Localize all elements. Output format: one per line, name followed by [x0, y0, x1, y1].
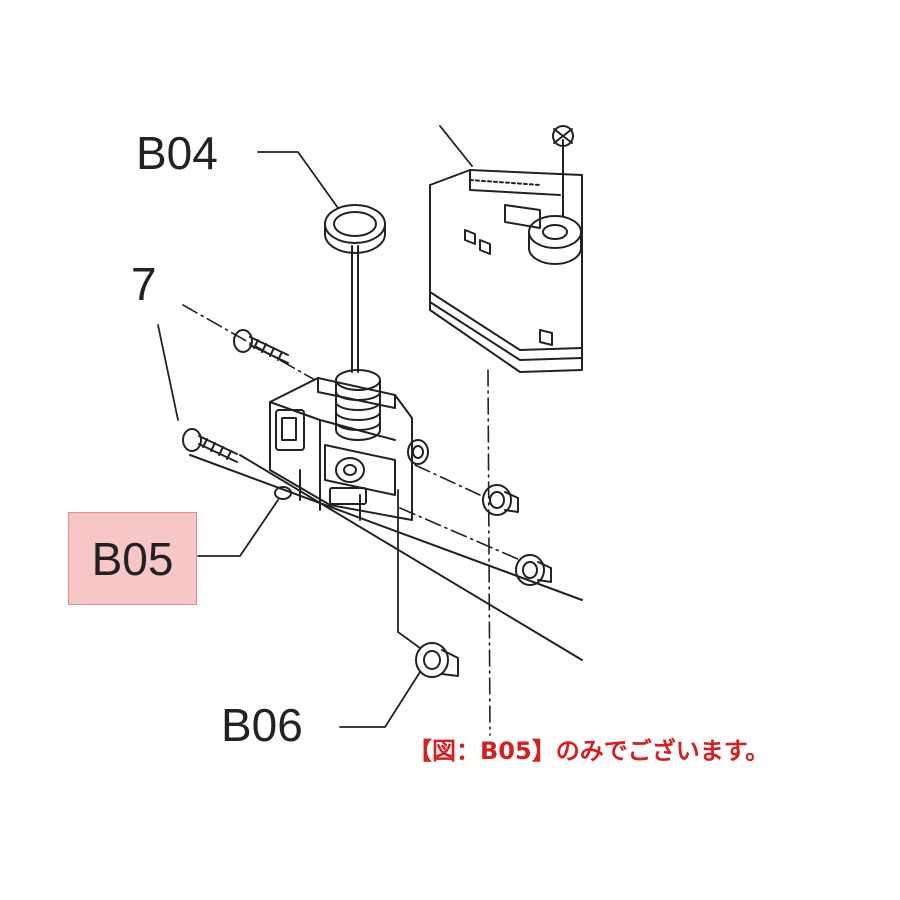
- fastener-right-lower: [515, 554, 552, 586]
- screw-7-upper: [233, 329, 289, 364]
- leader-motor: [439, 125, 473, 167]
- b04-ring-part: [324, 204, 386, 373]
- leader-b06: [339, 671, 421, 728]
- b05-highlight-box: [68, 512, 197, 605]
- leader-b04: [257, 151, 339, 209]
- motor-housing-part: [429, 125, 583, 373]
- callout-b04: B04: [136, 127, 218, 179]
- valve-block-assembly: [269, 369, 429, 521]
- leader-b05: [197, 499, 279, 557]
- callout-b06: B06: [221, 699, 303, 751]
- callout-b05-highlighted: B05: [68, 512, 197, 605]
- fastener-right-upper: [482, 484, 519, 516]
- leader-7: [157, 324, 179, 421]
- leader-b06-upper: [397, 489, 421, 649]
- part-scope-note: 【図：B05】のみでございます。: [408, 737, 770, 765]
- b06-screw-part: [415, 642, 459, 678]
- screw-7-lower: [182, 428, 238, 463]
- leader-lines: [157, 125, 473, 728]
- assembly-axis-lines: [182, 304, 521, 736]
- callout-7: 7: [131, 258, 157, 310]
